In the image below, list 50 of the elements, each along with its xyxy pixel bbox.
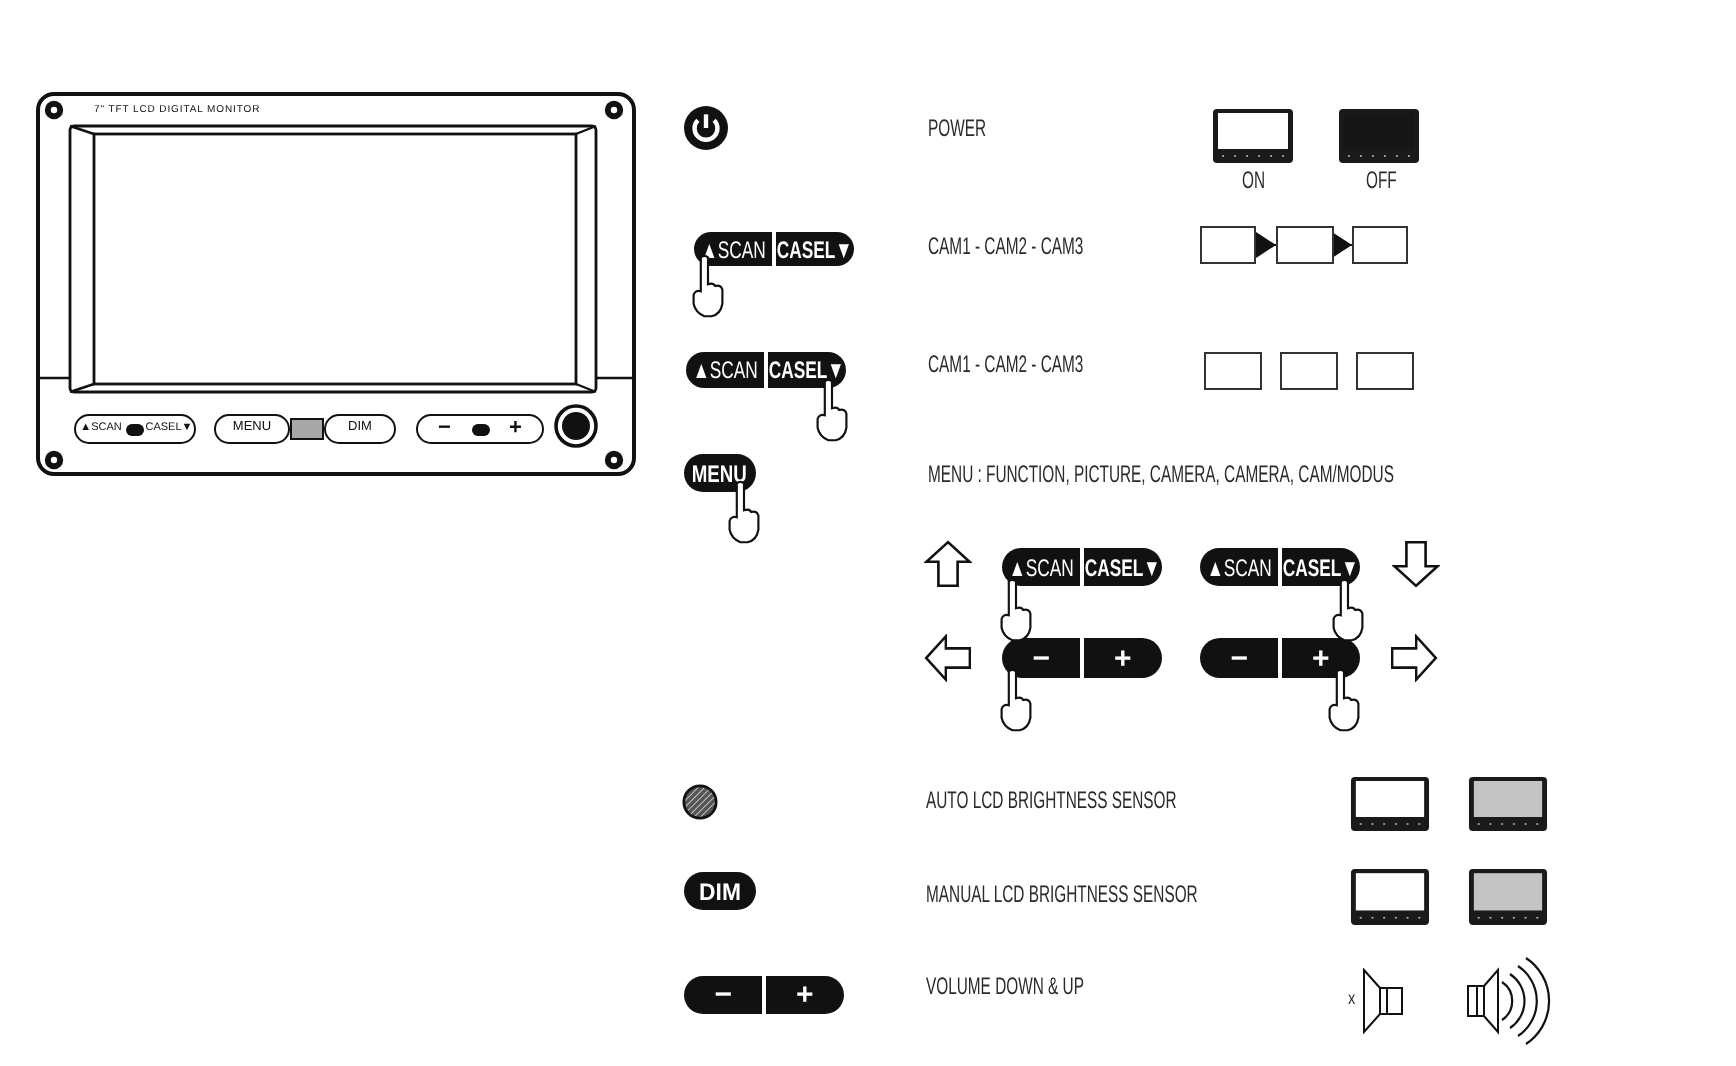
device-button [1200,548,1360,586]
device-button [214,414,290,444]
function-label: CAM1 - CAM2 - CAM3 [928,352,1084,378]
state-label: OFF [1366,168,1397,194]
device-button [1002,638,1162,678]
button-label: − [1032,643,1050,673]
device-button [684,454,756,492]
button-label: + [795,980,814,1010]
button-label: + [1113,643,1132,673]
device-button [694,232,854,266]
button-label: − [438,418,451,440]
device-button [684,976,844,1014]
button-label: ▲SCAN [700,237,766,261]
button-label: MENU [692,461,748,485]
camera-screen-box [1352,226,1408,264]
button-label: ▲SCAN [1206,555,1272,579]
arrow [1332,232,1353,258]
function-label: MENU : FUNCTION, PICTURE, CAMERA, CAMERA, CAM/MODUS [928,462,1394,488]
device-button [1002,548,1162,586]
device-button [416,414,544,444]
monitor-frame [36,92,636,476]
camera-screen-box [1280,352,1338,390]
button-label: CASEL▼ [1282,555,1359,579]
mute-label: x [1348,986,1356,1012]
arrow [1255,232,1277,258]
function-label: VOLUME DOWN & UP [926,974,1084,1000]
camera-screen-box [1204,352,1262,390]
camera-screen-box [1200,226,1256,264]
button-label: + [509,418,522,440]
device-button [1200,638,1360,678]
button-label: DIM [699,879,741,903]
device-button [324,414,396,444]
button-label: CASEL▼ [768,358,845,382]
device-button [684,872,756,910]
button-label: − [1230,643,1248,673]
camera-screen-box [1276,226,1334,264]
function-label: MANUAL LCD BRIGHTNESS SENSOR [926,882,1198,908]
function-label: CAM1 - CAM2 - CAM3 [928,234,1084,260]
button-label: − [714,980,732,1010]
button-label: ▲SCAN [692,358,758,382]
camera-screen-box [1356,352,1414,390]
button-label: ▲SCAN [1008,555,1074,579]
function-label: AUTO LCD BRIGHTNESS SENSOR [926,788,1177,814]
device-button [686,352,846,388]
button-label: CASEL▼ [1084,555,1161,579]
button-label: CASEL▼ [776,237,853,261]
function-label: POWER [928,116,987,142]
device-button [74,414,196,444]
state-label: ON [1242,168,1266,194]
button-label: + [1311,643,1330,673]
